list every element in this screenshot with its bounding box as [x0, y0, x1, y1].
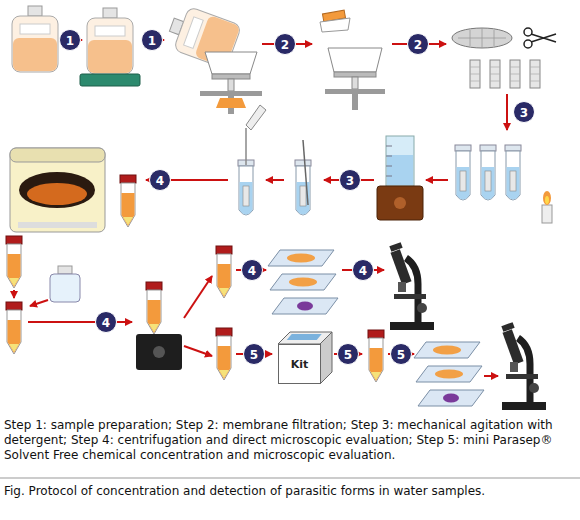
step-number: 5 — [390, 343, 412, 365]
step-number: 5 — [337, 343, 359, 365]
step-number: 2 — [274, 33, 296, 55]
figure-caption: Fig. Protocol of concentration and detec… — [4, 484, 576, 499]
step-number: 4 — [149, 169, 171, 191]
step-number: 4 — [352, 259, 374, 281]
step-number: 4 — [95, 311, 117, 333]
step-number: 1 — [141, 29, 163, 51]
node-label: Kit — [291, 358, 309, 371]
step-number: 3 — [339, 169, 361, 191]
step-number: 2 — [407, 33, 429, 55]
step-number: 5 — [243, 343, 265, 365]
step-number: 1 — [59, 29, 81, 51]
step-legend-text: Step 1: sample preparation; Step 2: memb… — [4, 418, 576, 463]
step-number: 3 — [513, 101, 535, 123]
kit-box: Kit — [278, 344, 321, 384]
step-number: 4 — [241, 259, 263, 281]
